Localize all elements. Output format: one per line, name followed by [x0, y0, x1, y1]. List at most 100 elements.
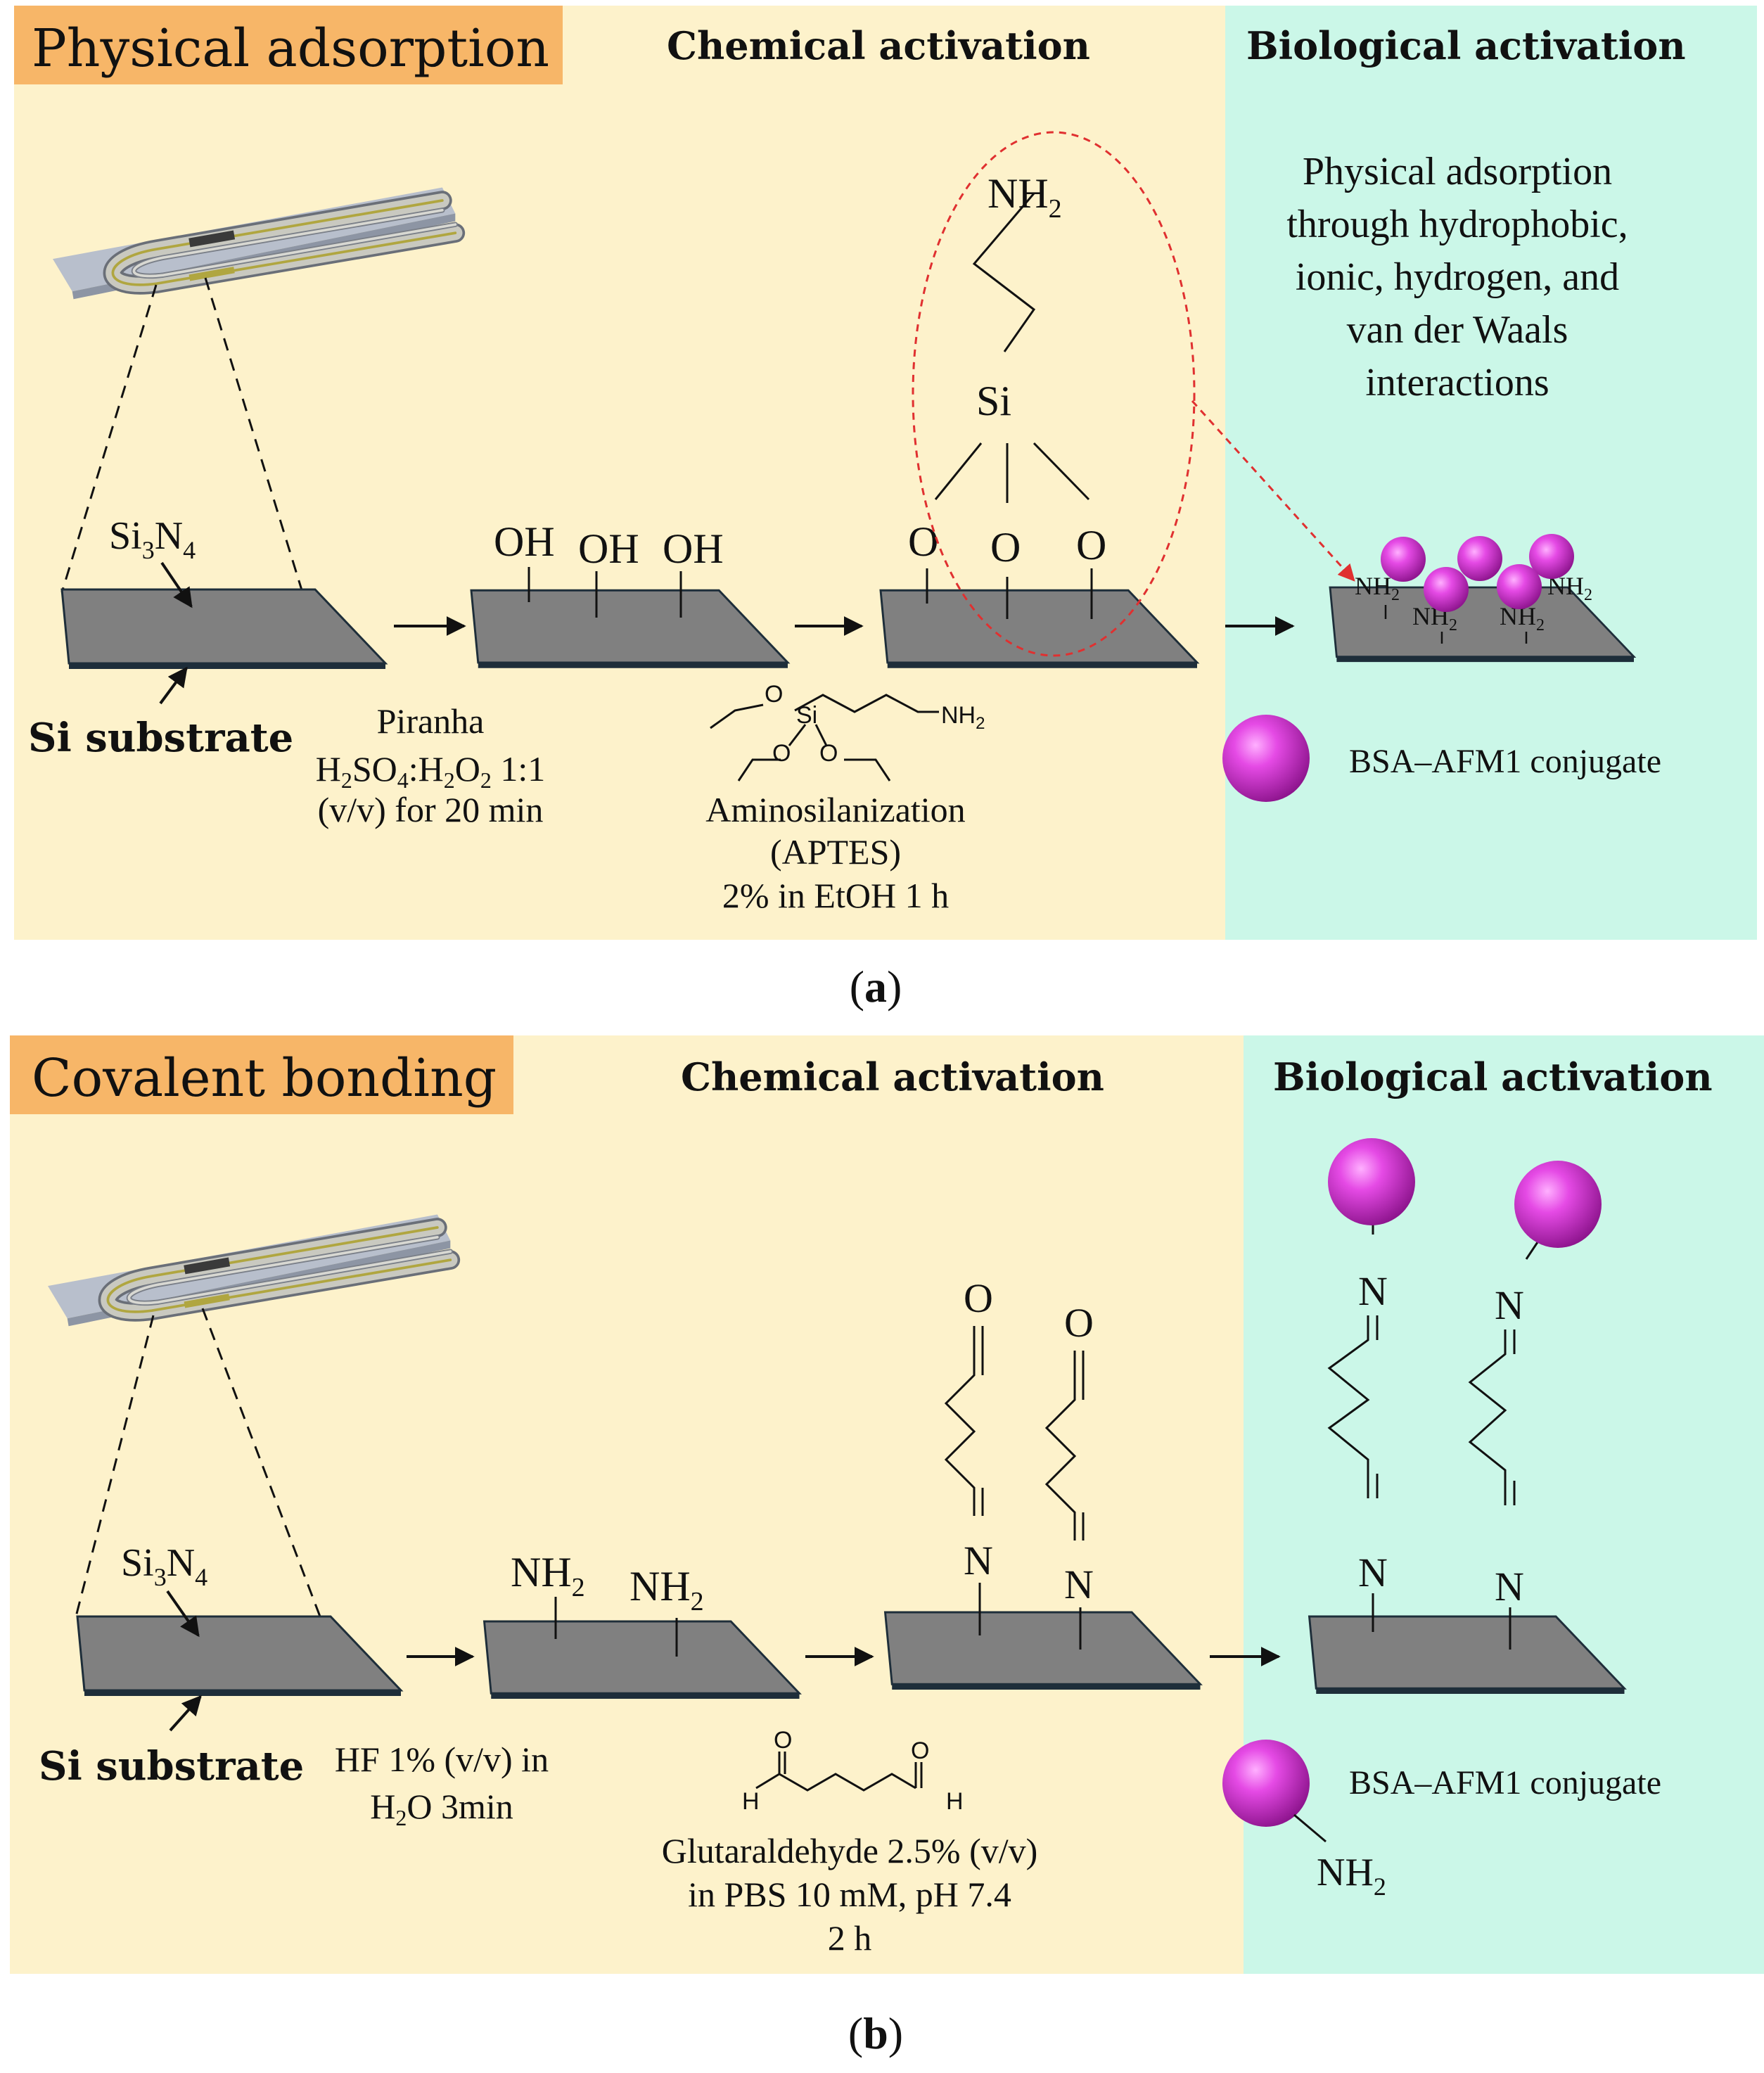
si-substrate-pointer-a	[159, 666, 188, 705]
hydroxyl-groups	[528, 567, 682, 618]
aptes-o-1: O	[908, 518, 938, 565]
projection-line-right-b	[201, 1308, 321, 1617]
aptes-line-1: Aminosilanization	[705, 790, 965, 829]
glutaraldehyde-structure	[755, 1752, 923, 1792]
aptes-struct-nh2: NH2	[941, 702, 985, 733]
conjugated-chains	[1327, 1220, 1542, 1650]
oh-3: OH	[663, 525, 724, 572]
conjugate-bead-1	[1328, 1138, 1415, 1225]
adsorbed-bead-5	[1497, 564, 1542, 609]
panel-a-chemical-header: Chemical activation	[667, 23, 1090, 68]
bsa-legend-bead-b	[1222, 1740, 1310, 1827]
glut-struct-h-2: H	[946, 1788, 964, 1815]
bio-nh2-3: NH2	[1500, 602, 1545, 634]
adsorption-line-3: ionic, hydrogen, and	[1296, 255, 1619, 299]
panel-b: Covalent bonding Chemical activation Bio…	[10, 1035, 1764, 1974]
glut-struct-h-1: H	[742, 1788, 760, 1815]
conj-n-4: N	[1495, 1564, 1524, 1609]
panel-b-chemical-header: Chemical activation	[681, 1054, 1104, 1099]
hf-line-2: H2O 3min	[370, 1787, 513, 1830]
glut-o-1: O	[964, 1275, 993, 1321]
panel-a-badge: Physical adsorption	[32, 18, 549, 79]
adsorption-line-5: interactions	[1365, 361, 1549, 404]
si-substrate-pointer-b	[169, 1695, 202, 1732]
piranha-line-3: (v/v) for 20 min	[318, 790, 544, 829]
amine-nh2-2: NH2	[629, 1563, 704, 1616]
projection-line-right	[204, 277, 304, 593]
adsorbed-beads	[1381, 534, 1574, 612]
glut-o-2: O	[1064, 1300, 1094, 1346]
projection-line-left-b	[75, 1315, 155, 1617]
adsorption-line-4: van der Waals	[1347, 308, 1568, 352]
si3n4-label-b: Si3N4	[121, 1541, 207, 1591]
si-substrate-label-b: Si substrate	[39, 1743, 304, 1790]
glutaraldehyde-chains	[944, 1326, 1085, 1650]
aptes-line-2: (APTES)	[770, 832, 901, 872]
highlight-arrow	[1191, 400, 1355, 582]
si-substrate-label-a: Si substrate	[28, 715, 293, 761]
panel-b-badge: Covalent bonding	[32, 1048, 497, 1109]
aptes-line-3: 2% in EtOH 1 h	[722, 876, 949, 915]
aptes-nh2: NH2	[988, 170, 1062, 224]
panel-a-label: (a)	[850, 962, 902, 1012]
highlight-ellipse	[912, 131, 1196, 657]
aptes-o-2: O	[990, 524, 1021, 570]
aptes-struct-o-2: O	[772, 740, 791, 767]
conj-n-3: N	[1495, 1282, 1524, 1328]
panel-b-chemical-bg	[10, 1035, 1244, 1974]
panel-a-chemical-bg	[14, 6, 1225, 940]
aptes-molecule	[926, 193, 1093, 619]
projection-line-left	[60, 284, 158, 593]
aptes-o-3: O	[1076, 522, 1106, 568]
piranha-line-2: H2SO4:H2O2 1:1	[316, 749, 546, 793]
glut-struct-o-2: O	[911, 1737, 929, 1764]
aptes-si: Si	[976, 378, 1011, 424]
aptes-struct-o-3: O	[819, 740, 838, 767]
bsa-legend-bond-b	[1293, 1813, 1327, 1843]
adsorbed-bead-4	[1424, 567, 1469, 612]
bsa-legend-label-a: BSA–AFM1 conjugate	[1349, 743, 1661, 780]
bsa-legend-bead-a	[1222, 715, 1310, 802]
panel-a-adsorption-text: Physical adsorption through hydrophobic,…	[1286, 150, 1628, 404]
oh-1: OH	[494, 518, 555, 565]
adsorbed-bead-3	[1529, 534, 1574, 579]
si3n4-pointer-b	[166, 1590, 200, 1638]
si3n4-label-a: Si3N4	[109, 514, 196, 564]
aptes-structure	[710, 694, 939, 782]
panel-a-biological-header: Biological activation	[1246, 23, 1686, 68]
conj-n-1: N	[1358, 1268, 1388, 1314]
panel-a-biological-bg	[1225, 6, 1757, 940]
conjugate-bead-2	[1514, 1161, 1602, 1248]
panel-b-biological-bg	[1244, 1035, 1764, 1974]
glut-n-1: N	[964, 1538, 993, 1583]
oh-2: OH	[578, 525, 639, 572]
panel-b-badge-bg	[10, 1035, 513, 1114]
bsa-legend-nh2-b: NH2	[1317, 1851, 1386, 1901]
adsorption-line-1: Physical adsorption	[1303, 150, 1612, 193]
glut-n-2: N	[1064, 1562, 1094, 1607]
panel-b-biological-header: Biological activation	[1273, 1054, 1713, 1099]
glut-line-3: 2 h	[828, 1918, 872, 1958]
hf-line-1: HF 1% (v/v) in	[335, 1740, 549, 1779]
aptes-struct-o-1: O	[765, 681, 783, 708]
amine-groups	[554, 1597, 678, 1657]
panel-b-label: (b)	[848, 2008, 903, 2058]
panel-a-badge-bg	[14, 6, 563, 84]
piranha-line-1: Piranha	[377, 701, 485, 741]
bio-nh2-1: NH2	[1355, 572, 1400, 604]
conj-n-2: N	[1358, 1550, 1388, 1595]
adsorption-line-2: through hydrophobic,	[1286, 203, 1628, 246]
si3n4-pointer-a	[160, 561, 193, 608]
aptes-struct-si: Si	[796, 702, 817, 729]
glut-line-1: Glutaraldehyde 2.5% (v/v)	[662, 1831, 1038, 1870]
adsorbed-bead-1	[1381, 537, 1426, 582]
adsorbed-bead-2	[1457, 536, 1502, 581]
bio-stems	[1384, 605, 1528, 644]
glut-line-2: in PBS 10 mM, pH 7.4	[688, 1875, 1011, 1914]
glut-struct-o-1: O	[774, 1727, 792, 1754]
panel-a: Physical adsorption Chemical activation …	[14, 6, 1757, 940]
amine-nh2-1: NH2	[511, 1549, 585, 1602]
bsa-legend-label-b: BSA–AFM1 conjugate	[1349, 1764, 1661, 1801]
